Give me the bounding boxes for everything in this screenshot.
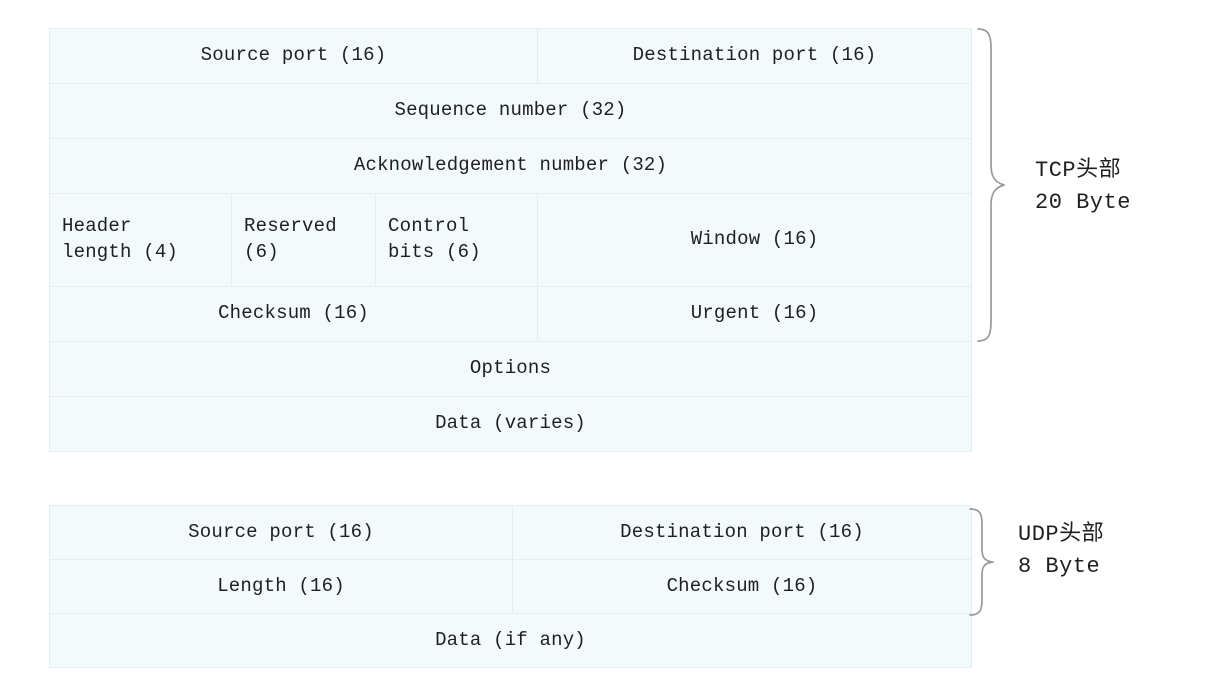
field-window: Window (16) bbox=[538, 194, 972, 286]
table-row: Data (if any) bbox=[50, 614, 972, 668]
table-row: Data (varies) bbox=[50, 397, 972, 452]
field-control-bits: Control bits (6) bbox=[376, 194, 538, 286]
tcp-annotation-label: TCP头部 20 Byte bbox=[1035, 158, 1131, 215]
tcp-header-table: Source port (16) Destination port (16) S… bbox=[49, 28, 972, 452]
field-udp-data-if-any: Data (if any) bbox=[50, 614, 972, 667]
field-udp-length: Length (16) bbox=[50, 560, 513, 613]
table-row: Source port (16) Destination port (16) bbox=[50, 29, 972, 84]
field-udp-source-port: Source port (16) bbox=[50, 506, 513, 559]
table-row: Checksum (16) Urgent (16) bbox=[50, 287, 972, 342]
field-reserved: Reserved (6) bbox=[232, 194, 376, 286]
table-row: Options bbox=[50, 342, 972, 397]
field-sequence-number: Sequence number (32) bbox=[50, 84, 972, 138]
field-options: Options bbox=[50, 342, 972, 396]
table-row: Sequence number (32) bbox=[50, 84, 972, 139]
field-acknowledgement-number: Acknowledgement number (32) bbox=[50, 139, 972, 193]
table-row: Acknowledgement number (32) bbox=[50, 139, 972, 194]
table-row: Header length (4) Reserved (6) Control b… bbox=[50, 194, 972, 287]
tcp-brace-icon bbox=[975, 24, 1009, 346]
udp-annotation-label: UDP头部 8 Byte bbox=[1018, 522, 1105, 579]
table-row: Length (16) Checksum (16) bbox=[50, 560, 972, 614]
field-data-varies: Data (varies) bbox=[50, 397, 972, 451]
field-checksum: Checksum (16) bbox=[50, 287, 538, 341]
field-source-port: Source port (16) bbox=[50, 29, 538, 83]
field-destination-port: Destination port (16) bbox=[538, 29, 972, 83]
field-udp-checksum: Checksum (16) bbox=[513, 560, 972, 613]
table-row: Source port (16) Destination port (16) bbox=[50, 506, 972, 560]
udp-header-table: Source port (16) Destination port (16) L… bbox=[49, 505, 972, 668]
field-header-length: Header length (4) bbox=[50, 194, 232, 286]
field-urgent: Urgent (16) bbox=[538, 287, 972, 341]
field-udp-destination-port: Destination port (16) bbox=[513, 506, 972, 559]
